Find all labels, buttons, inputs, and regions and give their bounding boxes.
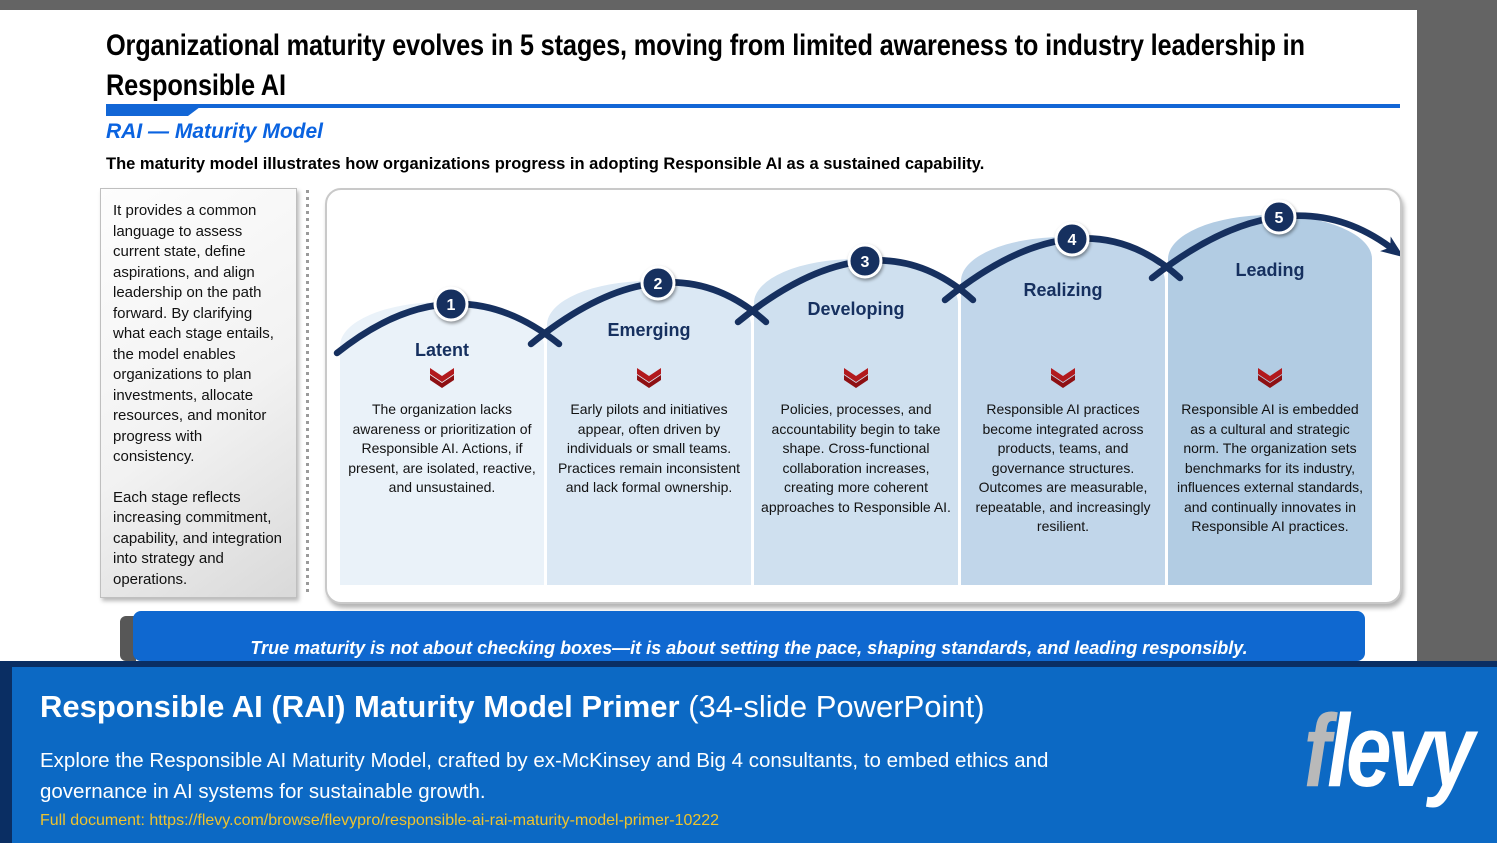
document-title-format: (34-slide PowerPoint) bbox=[679, 689, 985, 724]
sidebar-paragraph-1: It provides a common language to assess … bbox=[113, 202, 274, 465]
chevron-down-icon bbox=[843, 368, 869, 394]
sidebar-commentary: It provides a common language to assess … bbox=[100, 188, 297, 598]
document-description: Explore the Responsible AI Maturity Mode… bbox=[40, 749, 1049, 803]
stage-name: Latent bbox=[415, 340, 469, 360]
document-title-main: Responsible AI (RAI) Maturity Model Prim… bbox=[40, 689, 680, 724]
stage-name: Emerging bbox=[607, 320, 691, 340]
footer-promo-bar: Responsible AI (RAI) Maturity Model Prim… bbox=[0, 661, 1497, 843]
key-takeaway-text: True maturity is not about checking boxe… bbox=[250, 638, 1248, 658]
section-label: RAI — Maturity Model bbox=[106, 120, 324, 143]
banner-shadow bbox=[120, 616, 136, 661]
stage-column-emerging: Emerging Early pilots and initiatives ap… bbox=[547, 281, 751, 585]
slide-title: Organizational maturity evolves in 5 sta… bbox=[106, 29, 1305, 102]
chevron-down-icon bbox=[1050, 368, 1076, 394]
stage-description: Early pilots and initiatives appear, oft… bbox=[557, 401, 741, 495]
flevy-logo-levy: levy bbox=[1327, 693, 1475, 809]
flevy-logo[interactable]: flevy bbox=[1303, 693, 1475, 809]
stage-description: Responsible AI is embedded as a cultural… bbox=[1177, 401, 1363, 534]
key-takeaway-banner: True maturity is not about checking boxe… bbox=[133, 611, 1365, 661]
stage-name: Realizing bbox=[1023, 280, 1103, 300]
document-title: Responsible AI (RAI) Maturity Model Prim… bbox=[40, 689, 985, 725]
stage-column-developing: Developing Policies, processes, and acco… bbox=[754, 259, 958, 585]
sidebar-paragraph-2: Each stage reflects increasing commitmen… bbox=[113, 488, 282, 588]
arrow-right-icon bbox=[1380, 236, 1400, 258]
flevy-logo-f: f bbox=[1303, 693, 1331, 809]
stage-name: Developing bbox=[807, 299, 905, 319]
full-document-link[interactable]: Full document: https://flevy.com/browse/… bbox=[40, 812, 720, 829]
stage-description: Policies, processes, and accountability … bbox=[761, 401, 951, 515]
chevron-down-icon bbox=[429, 368, 455, 394]
stage-description: The organization lacks awareness or prio… bbox=[348, 401, 536, 495]
stage-column-leading: Leading Responsible AI is embedded as a … bbox=[1168, 215, 1372, 585]
stage-description: Responsible AI practices become integrat… bbox=[975, 401, 1151, 534]
stage-name: Leading bbox=[1235, 260, 1305, 280]
maturity-diagram: Latent The organization lacks awareness … bbox=[325, 188, 1402, 604]
chevron-down-icon bbox=[636, 368, 662, 394]
dotted-vertical-divider bbox=[306, 190, 309, 596]
top-gray-strip bbox=[0, 0, 1497, 10]
chevron-down-icon bbox=[1257, 368, 1283, 394]
header-divider-accent-bar bbox=[106, 104, 204, 116]
stage-column-latent: Latent The organization lacks awareness … bbox=[340, 302, 544, 585]
stage-column-realizing: Realizing Responsible AI practices becom… bbox=[961, 237, 1165, 585]
lead-sentence: The maturity model illustrates how organ… bbox=[106, 155, 985, 173]
header-divider-line bbox=[106, 104, 1400, 108]
